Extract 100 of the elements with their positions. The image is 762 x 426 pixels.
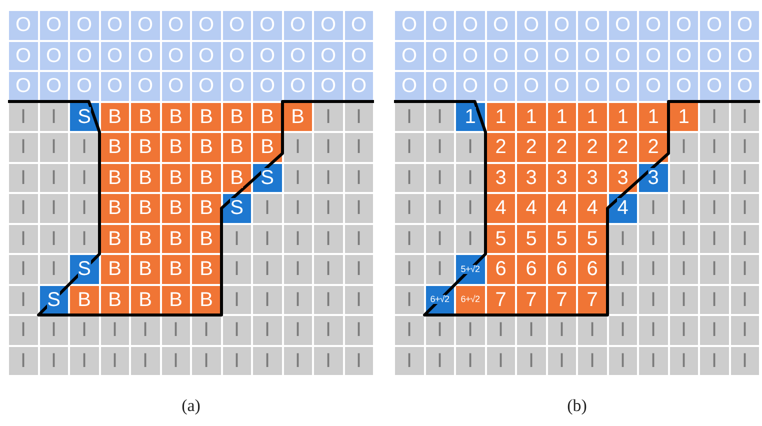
grid-cell: O <box>486 42 515 70</box>
grid-cell: 3 <box>608 164 637 192</box>
grid-cell: I <box>639 194 668 222</box>
grid-cell: I <box>9 286 38 314</box>
grid-cell: I <box>284 194 312 222</box>
grid-cell: O <box>314 42 342 70</box>
grid-cell: B <box>131 102 160 131</box>
grid-cell: O <box>100 11 129 40</box>
grid-cell: O <box>344 72 373 100</box>
grid-cell: O <box>456 42 484 70</box>
grid-cell: O <box>486 72 515 100</box>
grid-cell: I <box>131 316 160 344</box>
grid-cell: I <box>40 133 68 162</box>
grid-cell: O <box>192 11 220 40</box>
grid-cell: O <box>670 42 698 70</box>
grid-cell: I <box>700 102 728 131</box>
panel-caption: (b) <box>566 396 588 416</box>
grid-cell: O <box>395 11 424 40</box>
grid-cell: 6+√2 <box>456 286 484 314</box>
grid-cell: O <box>426 42 454 70</box>
grid-cell: I <box>608 316 637 344</box>
grid-cell: I <box>344 346 373 375</box>
grid-cell: O <box>162 11 190 40</box>
grid-cell: 7 <box>517 286 546 314</box>
grid-cell: I <box>700 255 728 284</box>
grid-cell: O <box>548 72 576 100</box>
grid-cell: I <box>40 224 68 253</box>
grid-cell: I <box>639 286 668 314</box>
grid-cell: I <box>730 164 759 192</box>
grid-cell: I <box>517 346 546 375</box>
grid-cell: I <box>730 316 759 344</box>
grid-cell: I <box>192 346 220 375</box>
grid-cell: I <box>40 102 68 131</box>
grid-cell: O <box>608 72 637 100</box>
grid-cell: 1 <box>639 102 668 131</box>
grid-cell: I <box>284 286 312 314</box>
grid-cell: I <box>730 102 759 131</box>
grid-cell: I <box>730 286 759 314</box>
grid-cell: I <box>70 316 98 344</box>
grid-cell: I <box>730 346 759 375</box>
grid-cell: I <box>314 316 342 344</box>
grid-cell: 6 <box>578 255 606 284</box>
grid-cell: I <box>253 286 282 314</box>
grid-cell: O <box>253 72 282 100</box>
grid-cell: I <box>426 346 454 375</box>
grid-cell: I <box>40 255 68 284</box>
grid-cell: I <box>9 164 38 192</box>
grid-cell: 4 <box>578 194 606 222</box>
grid-cell: I <box>639 255 668 284</box>
grid-cell: 2 <box>578 133 606 162</box>
grid-cell: I <box>700 346 728 375</box>
grid-cell: O <box>548 42 576 70</box>
grid-cell: 2 <box>548 133 576 162</box>
grid-cell: O <box>284 11 312 40</box>
grid-cell: I <box>548 346 576 375</box>
grid-cell: B <box>192 133 220 162</box>
grid-cell: O <box>639 11 668 40</box>
grid-cell: B <box>100 224 129 253</box>
grid-cell: I <box>456 346 484 375</box>
grid-cell: I <box>639 316 668 344</box>
grid-cell: I <box>314 255 342 284</box>
grid-cell: B <box>100 194 129 222</box>
grid-cell: I <box>253 224 282 253</box>
grid-cell: I <box>395 346 424 375</box>
grid-cell: I <box>608 346 637 375</box>
grid-cell: B <box>222 102 251 131</box>
grid-cell: I <box>284 346 312 375</box>
grid-cell: O <box>40 42 68 70</box>
grid-cell: O <box>314 72 342 100</box>
grid-cell: I <box>222 286 251 314</box>
grid-cell: I <box>70 133 98 162</box>
grid-cell: I <box>9 224 38 253</box>
grid-cell: 4 <box>486 194 515 222</box>
grid-cell: S <box>70 255 98 284</box>
grid-cell: I <box>395 133 424 162</box>
grid-cell: I <box>670 316 698 344</box>
grid-cell: 1 <box>670 102 698 131</box>
grid-cell: I <box>670 224 698 253</box>
grid-cell: O <box>517 11 546 40</box>
grid-cell: O <box>700 11 728 40</box>
grid-cell: B <box>131 133 160 162</box>
grid-cell: O <box>284 42 312 70</box>
grid-cell: I <box>253 255 282 284</box>
grid-cell: I <box>344 102 373 131</box>
grid-cell: 1 <box>578 102 606 131</box>
grid-cell: B <box>131 164 160 192</box>
grid-cell: O <box>9 72 38 100</box>
grid-cell: I <box>253 316 282 344</box>
grid-cell: I <box>426 224 454 253</box>
grid-cell: I <box>284 316 312 344</box>
grid-cell: I <box>670 164 698 192</box>
grid-cell: B <box>131 194 160 222</box>
grid-cell: I <box>426 164 454 192</box>
grid-cell: I <box>70 164 98 192</box>
grid-cell: I <box>639 346 668 375</box>
grid-cell: I <box>314 102 342 131</box>
grid-cell: 5 <box>578 224 606 253</box>
grid-cell: O <box>9 42 38 70</box>
grid-cell: 5 <box>486 224 515 253</box>
grid-cell: 4 <box>548 194 576 222</box>
